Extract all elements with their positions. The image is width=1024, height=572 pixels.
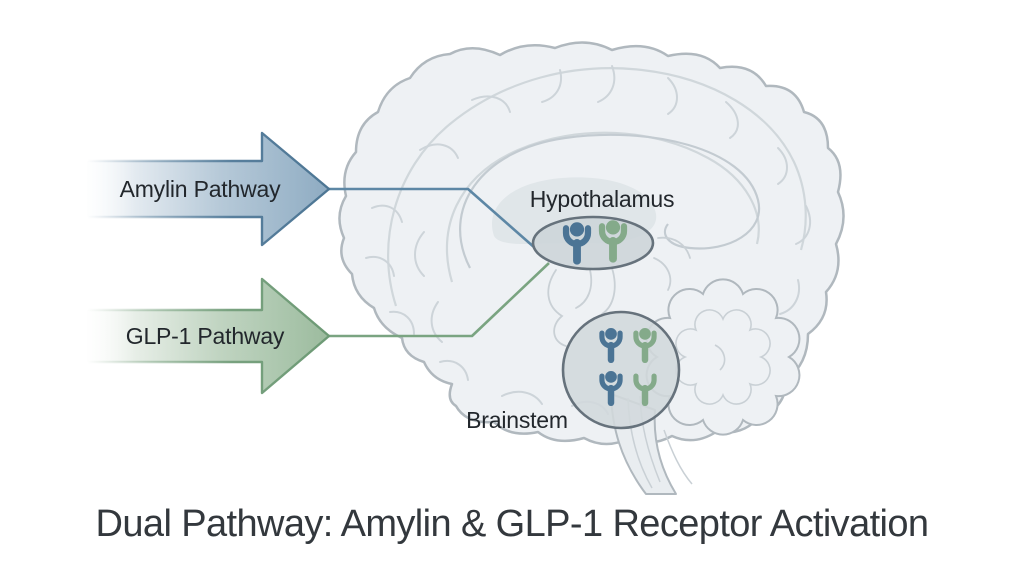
diagram-title: Dual Pathway: Amylin & GLP-1 Receptor Ac…: [95, 503, 930, 545]
amylin-arrow: [85, 131, 331, 247]
brainstem-region: [561, 310, 681, 430]
amylin-connector-line: [328, 187, 536, 249]
glp1-pathway-label: GLP-1 Pathway: [125, 323, 285, 349]
brainstem-label: Brainstem: [466, 407, 568, 433]
amylin-pathway-label: Amylin Pathway: [119, 176, 281, 202]
gyri-lines: [365, 65, 812, 415]
glp1-arrow: [85, 277, 331, 395]
hypothalamus-region: [531, 215, 655, 271]
hypothalamus-label: Hypothalamus: [529, 186, 675, 212]
glp1-connector-line: [329, 262, 550, 338]
corpus-callosum-line: [459, 133, 761, 269]
